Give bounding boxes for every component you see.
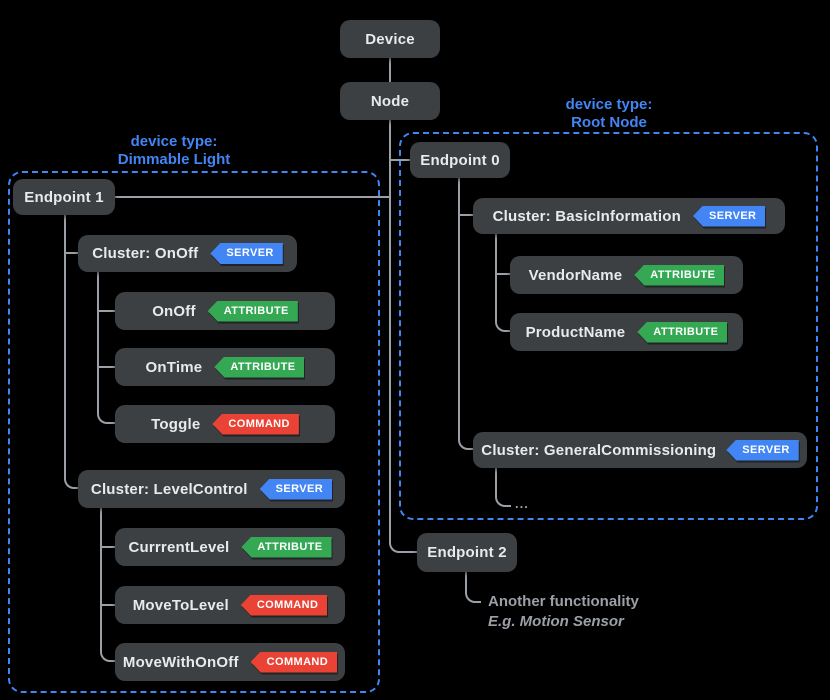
connector-stub-basicinformation xyxy=(458,214,473,216)
attribute-vendorname-label: VendorName xyxy=(528,266,623,284)
connector-elbow-endpoint2-note xyxy=(465,592,481,603)
attribute-currrentlevel-label: CurrrentLevel xyxy=(128,538,230,556)
server-badge: SERVER xyxy=(692,205,766,227)
connector-elbow-levelcontrol xyxy=(64,477,78,489)
server-badge: SERVER xyxy=(210,243,283,264)
attribute-onoff-label: OnOff xyxy=(152,302,196,320)
connector-stub-cluster-onoff xyxy=(64,252,78,254)
connector-elbow-endpoint2 xyxy=(389,540,417,553)
cluster-basicinformation-label: Cluster: BasicInformation xyxy=(492,207,681,225)
device-type-name: Root Node xyxy=(571,114,647,131)
connector-stub-ontime xyxy=(97,366,115,368)
connector-endpoint1-trunk xyxy=(64,215,66,477)
attribute-ontime-box: OnTime ATTRIBUTE xyxy=(115,348,335,386)
server-badge: SERVER xyxy=(259,478,333,500)
endpoint2-note-line2: E.g. Motion Sensor xyxy=(488,613,624,630)
group-dimmable-light-outline xyxy=(8,171,380,693)
endpoint2-label: Endpoint 2 xyxy=(427,544,507,561)
ellipsis-text: ... xyxy=(515,496,529,511)
connector-elbow-toggle xyxy=(97,412,115,424)
attribute-badge: ATTRIBUTE xyxy=(214,356,305,378)
connector-stub-vendorname xyxy=(495,273,510,275)
endpoint0-box: Endpoint 0 xyxy=(410,142,510,178)
endpoint0-label: Endpoint 0 xyxy=(420,151,500,169)
connector-elbow-productname xyxy=(495,320,510,332)
connector-onoff-trunk xyxy=(97,272,99,412)
attribute-productname-box: ProductName ATTRIBUTE xyxy=(510,313,743,351)
group-root-node-outline xyxy=(399,132,818,520)
endpoint2-note-line1: Another functionality xyxy=(488,593,639,610)
attribute-badge: ATTRIBUTE xyxy=(241,536,332,558)
command-movetolevel-label: MoveToLevel xyxy=(132,596,229,614)
connector-levelcontrol-trunk xyxy=(100,508,102,649)
connector-basicinformation-trunk xyxy=(495,234,497,320)
connector-endpoint1 xyxy=(115,196,389,198)
endpoint2-box: Endpoint 2 xyxy=(417,533,517,572)
connector-stub-movetolevel xyxy=(100,604,115,606)
command-movewithonoff-label: MoveWithOnOff xyxy=(122,653,239,671)
connector-endpoint0 xyxy=(389,159,410,161)
connector-generalcommissioning-trunk xyxy=(495,468,497,496)
connector-device-node xyxy=(389,58,391,82)
connector-elbow-ellipsis xyxy=(495,496,511,507)
cluster-levelcontrol-box: Cluster: LevelControl SERVER xyxy=(78,470,345,508)
command-badge: COMMAND xyxy=(250,651,338,673)
attribute-productname-label: ProductName xyxy=(525,323,626,341)
connector-endpoint0-trunk xyxy=(458,178,460,437)
attribute-currrentlevel-box: CurrrentLevel ATTRIBUTE xyxy=(115,528,345,566)
attribute-ontime-label: OnTime xyxy=(145,358,203,376)
command-toggle-box: Toggle COMMAND xyxy=(115,405,335,443)
cluster-basicinformation-box: Cluster: BasicInformation SERVER xyxy=(473,198,785,234)
device-type-label-root: device type: Root Node xyxy=(399,96,819,132)
command-movetolevel-box: MoveToLevel COMMAND xyxy=(115,586,345,624)
connector-stub-currrentlevel xyxy=(100,546,115,548)
attribute-badge: ATTRIBUTE xyxy=(207,300,298,322)
command-badge: COMMAND xyxy=(240,594,328,616)
device-type-prefix: device type: xyxy=(130,133,218,150)
attribute-onoff-box: OnOff ATTRIBUTE xyxy=(115,292,335,330)
node-box: Node xyxy=(340,82,440,120)
connector-endpoint2-trunk xyxy=(465,572,467,592)
command-badge: COMMAND xyxy=(212,413,299,435)
endpoint1-box: Endpoint 1 xyxy=(13,179,115,215)
node-label: Node xyxy=(370,92,410,110)
cluster-generalcommissioning-label: Cluster: GeneralCommissioning xyxy=(481,441,717,459)
cluster-generalcommissioning-box: Cluster: GeneralCommissioning SERVER xyxy=(473,432,807,468)
device-type-label-dimmable: device type: Dimmable Light xyxy=(8,133,340,169)
cluster-onoff-label: Cluster: OnOff xyxy=(92,245,199,262)
endpoint2-note: Another functionality E.g. Motion Sensor xyxy=(488,592,639,632)
attribute-badge: ATTRIBUTE xyxy=(637,321,728,343)
device-label: Device xyxy=(365,30,415,48)
device-type-prefix: device type: xyxy=(565,96,653,113)
cluster-onoff-box: Cluster: OnOff SERVER xyxy=(78,235,297,272)
command-toggle-label: Toggle xyxy=(151,415,201,433)
attribute-vendorname-box: VendorName ATTRIBUTE xyxy=(510,256,743,294)
connector-stub-onoff xyxy=(97,310,115,312)
device-box: Device xyxy=(340,20,440,58)
device-type-name: Dimmable Light xyxy=(117,151,231,168)
connector-elbow-movewithonoff xyxy=(100,649,115,662)
endpoint1-label: Endpoint 1 xyxy=(24,188,104,206)
connector-elbow-generalcommissioning xyxy=(458,437,475,450)
command-movewithonoff-box: MoveWithOnOff COMMAND xyxy=(115,643,345,681)
attribute-badge: ATTRIBUTE xyxy=(634,264,725,286)
connector-node-trunk xyxy=(389,120,391,540)
server-badge: SERVER xyxy=(726,439,799,461)
cluster-levelcontrol-label: Cluster: LevelControl xyxy=(90,480,248,498)
